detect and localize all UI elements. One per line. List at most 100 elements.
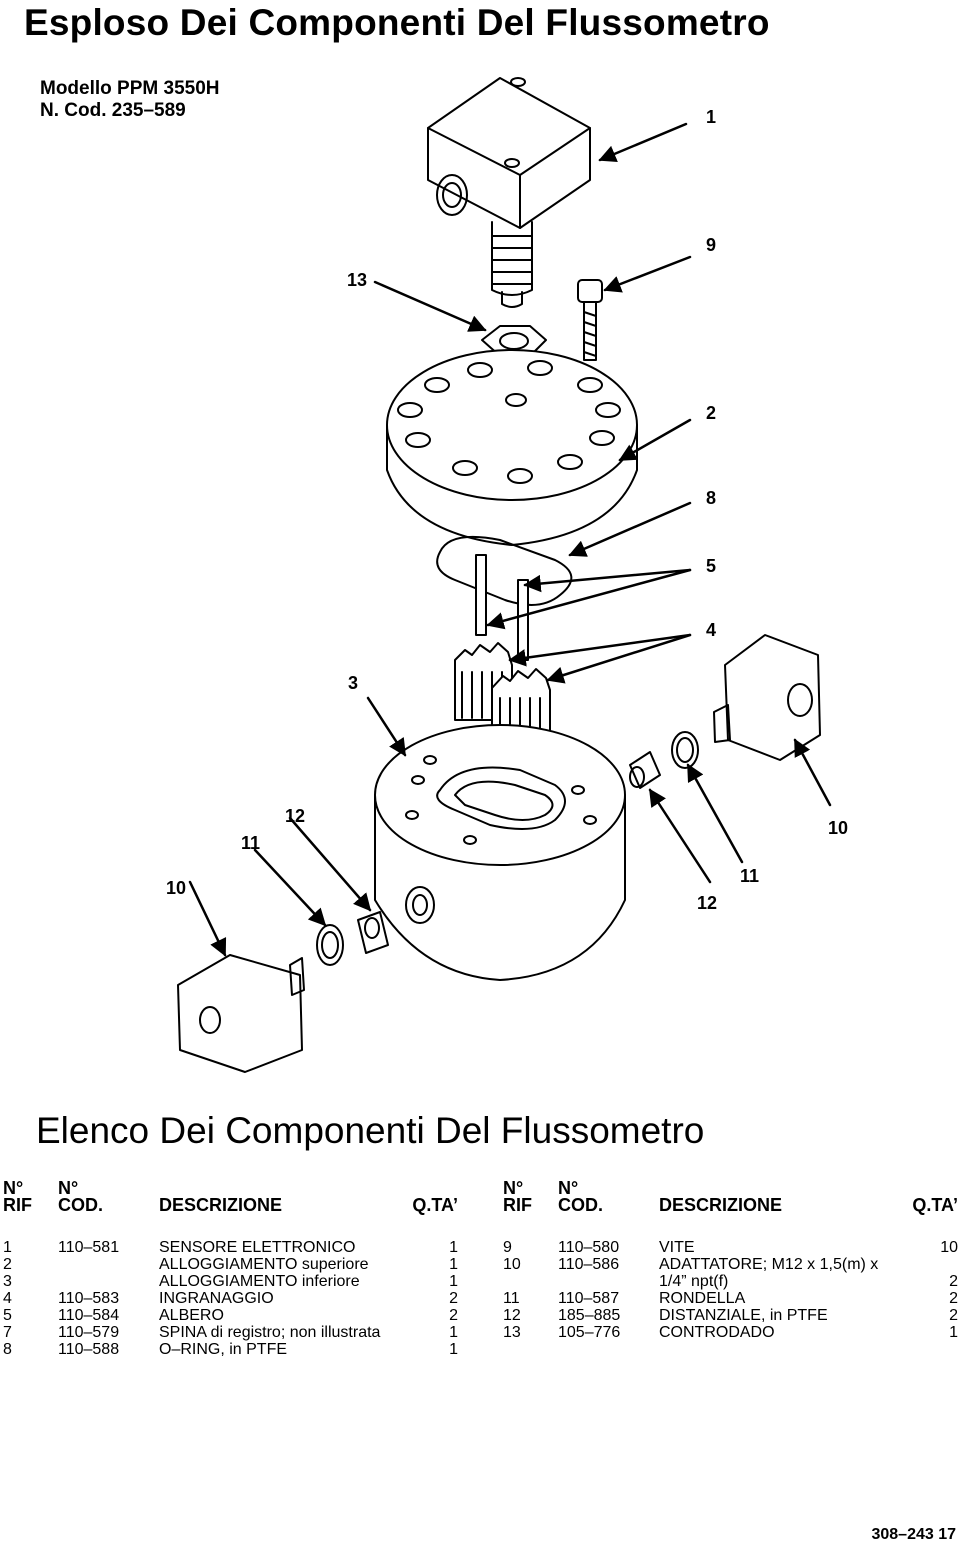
- cell-desc: ALLOGGIAMENTO inferiore: [159, 1273, 360, 1290]
- cell-qty: 1: [449, 1239, 458, 1256]
- model-line: Modello PPM 3550H: [40, 78, 220, 99]
- header-rif: N°: [503, 1178, 524, 1198]
- callout-label: 1: [706, 107, 717, 127]
- cell-desc: CONTRODADO: [659, 1324, 775, 1341]
- callout-label: 12: [285, 806, 306, 826]
- cell-desc: DISTANZIALE, in PTFE: [659, 1307, 828, 1324]
- cell-desc: 1/4” npt(f): [659, 1273, 729, 1290]
- callout-label: 13: [347, 270, 368, 290]
- cell-qty: 1: [949, 1324, 958, 1341]
- callout-label: 10: [828, 818, 849, 838]
- cell-rif: 7: [3, 1324, 12, 1341]
- cell-cod: 110–588: [58, 1341, 120, 1358]
- header-desc: DESCRIZIONE: [659, 1195, 783, 1215]
- header-qty: Q.TA’: [412, 1195, 458, 1215]
- callout-label: 5: [706, 556, 717, 576]
- cell-desc: RONDELLA: [659, 1290, 746, 1307]
- header-rif: RIF: [503, 1195, 532, 1215]
- header-cod: N°: [58, 1178, 79, 1198]
- callout-label: 8: [706, 488, 717, 508]
- header-cod: N°: [558, 1178, 579, 1198]
- header-rif: N°: [3, 1178, 24, 1198]
- cell-rif: 4: [3, 1290, 12, 1307]
- cell-desc: SPINA di registro; non illustrata: [159, 1324, 381, 1341]
- callout-label: 2: [706, 403, 717, 423]
- cell-cod: [558, 1273, 659, 1290]
- cell-cod: 105–776: [558, 1324, 621, 1341]
- table-row: 2 ALLOGGIAMENTO superiore 1: [3, 1256, 458, 1273]
- cell-qty: 2: [949, 1273, 958, 1290]
- cell-qty: 10: [940, 1239, 958, 1256]
- right-adapter-assembly: [629, 634, 821, 789]
- cell-rif: 13: [503, 1324, 521, 1341]
- cell-cod: 185–885: [558, 1307, 621, 1324]
- callout-label: 4: [706, 620, 717, 640]
- cell-qty: 2: [449, 1290, 458, 1307]
- cell-cod: 110–579: [58, 1324, 120, 1341]
- cell-desc: ALLOGGIAMENTO superiore: [159, 1256, 369, 1273]
- parts-table-right: N° N° RIF COD. DESCRIZIONE Q.TA’ 9 110–58…: [503, 1178, 958, 1341]
- cell-desc: ALBERO: [159, 1307, 224, 1324]
- cell-qty: 1: [449, 1256, 458, 1273]
- cell-qty: 1: [449, 1341, 458, 1358]
- callout-label: 10: [166, 878, 187, 898]
- cell-qty: 2: [449, 1307, 458, 1324]
- cell-desc: ADATTATORE; M12 x 1,5(m) x: [659, 1256, 879, 1273]
- parts-table-left: N° N° RIF COD. DESCRIZIONE Q.TA’ 1 110–58…: [3, 1178, 458, 1358]
- cell-rif: 1: [3, 1239, 12, 1256]
- cell-cod: [58, 1256, 159, 1273]
- header-qty: Q.TA’: [912, 1195, 958, 1215]
- cell-rif: 8: [3, 1341, 12, 1358]
- cell-desc: INGRANAGGIO: [159, 1290, 274, 1307]
- header-cod: COD.: [558, 1195, 603, 1215]
- cell-rif: 10: [503, 1256, 521, 1273]
- cell-qty: 2: [949, 1290, 958, 1307]
- screw-part: [577, 279, 603, 361]
- table-row: 11 110–587 RONDELLA 2: [503, 1290, 958, 1307]
- table-row: 7 110–579 SPINA di registro; non illustrat…: [3, 1324, 458, 1341]
- cell-rif: 3: [3, 1273, 12, 1290]
- cell-cod: 110–583: [58, 1290, 120, 1307]
- exploded-view-diagram: [177, 77, 832, 1073]
- cell-rif: 9: [503, 1239, 512, 1256]
- callout-label: 11: [740, 866, 760, 886]
- cell-qty: [906, 1256, 958, 1273]
- header-desc: DESCRIZIONE: [159, 1195, 283, 1215]
- cell-desc: SENSORE ELETTRONICO: [159, 1239, 356, 1256]
- callout-label: 11: [241, 833, 261, 853]
- cell-rif: 12: [503, 1307, 521, 1324]
- upper-housing-part: [386, 349, 638, 546]
- sensor-part: [427, 77, 591, 308]
- page-number: 308–243 17: [871, 1526, 956, 1543]
- cell-desc: VITE: [659, 1239, 695, 1256]
- page-title: Esploso Dei Componenti Del Flussometro: [24, 2, 770, 43]
- shafts-part: [475, 554, 529, 661]
- table-row: 5 110–584 ALBERO 2: [3, 1307, 458, 1324]
- cell-rif: 5: [3, 1307, 12, 1324]
- cell-rif: 2: [3, 1256, 12, 1273]
- code-line: N. Cod. 235–589: [40, 100, 186, 121]
- header-rif: RIF: [3, 1195, 32, 1215]
- header-cod: COD.: [58, 1195, 103, 1215]
- cell-cod: 110–580: [558, 1239, 620, 1256]
- oring-part: [436, 535, 573, 606]
- callout-label: 3: [348, 673, 359, 693]
- parts-list-title: Elenco Dei Componenti Del Flussometro: [36, 1110, 705, 1151]
- table-row: 1/4” npt(f) 2: [503, 1273, 958, 1290]
- callout-leaders: [188, 122, 832, 957]
- cell-cod: 110–584: [58, 1307, 120, 1324]
- cell-qty: 2: [949, 1307, 958, 1324]
- table-row: 1 110–581 SENSORE ELETTRONICO 1: [3, 1239, 458, 1256]
- cell-rif: 11: [503, 1290, 520, 1307]
- cell-cod: 110–581: [58, 1239, 120, 1256]
- cell-cod: [58, 1273, 159, 1290]
- cell-cod: 110–587: [558, 1290, 620, 1307]
- callout-label: 9: [706, 235, 717, 255]
- table-row: 9 110–580 VITE 10: [503, 1239, 958, 1256]
- table-row: 10 110–586 ADATTATORE; M12 x 1,5(m) x: [503, 1256, 958, 1273]
- lower-housing-part: [374, 724, 626, 981]
- callout-label: 12: [697, 893, 718, 913]
- cell-cod: 110–586: [558, 1256, 620, 1273]
